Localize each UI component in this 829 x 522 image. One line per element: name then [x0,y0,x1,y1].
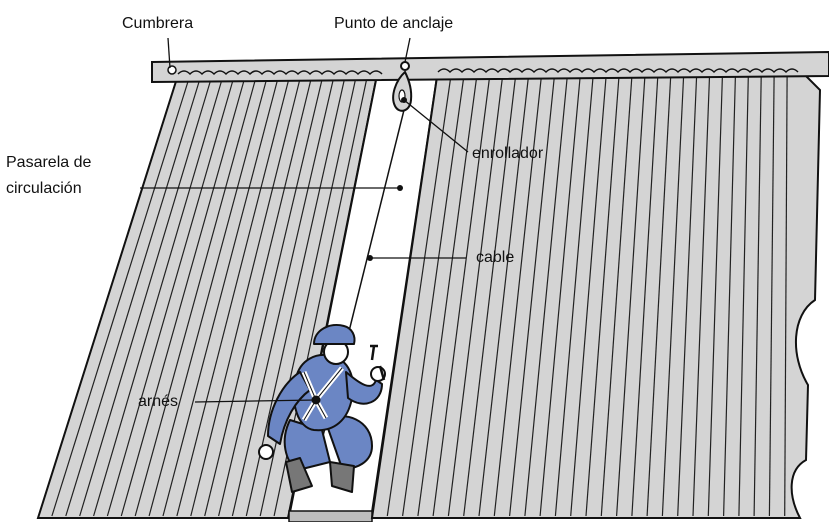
anchor-point-icon [400,61,410,71]
corrugation-line [176,77,290,517]
corrugation-line [134,77,257,517]
ridge-bolt [167,65,177,75]
corrugation-line [162,77,279,517]
corrugation-line [707,75,723,517]
corrugation-line [677,75,698,517]
corrugation-line [768,75,775,517]
label-retractor: enrollador [472,145,544,162]
corrugation-line [65,77,201,517]
corrugation-line [493,75,542,517]
corrugation-line [784,75,788,517]
corrugation-line [386,75,452,517]
corrugation-line [661,75,685,517]
worker-left-boot [285,457,313,493]
label-cable: cable [476,249,515,266]
corrugation-line [478,75,530,517]
worker-left-arm [267,371,311,445]
corrugation-line [738,75,749,517]
corrugation-line [231,77,335,517]
ridge-cap [151,50,829,84]
corrugation-line [463,75,517,517]
corrugation-line [554,75,594,517]
label-ridge: Cumbrera [122,15,194,32]
leader-ridge [167,37,171,69]
leader-harness [194,399,317,403]
corrugation-line [402,75,465,517]
corrugation-line [79,77,212,517]
right-panel-corrugations [386,75,788,517]
corrugation-line [631,75,659,517]
corrugation-line [218,77,323,517]
ridge-wave-edge [177,68,799,76]
corrugation-line [616,75,646,517]
leader-anchor-point [404,37,411,63]
worker-helmet [313,324,356,345]
leader-dots [313,97,407,403]
worker-left-hand [258,444,274,460]
corrugation-line [692,75,711,517]
corrugation-line [51,77,190,517]
corrugation-line [93,77,223,517]
wrench-icon [370,344,386,381]
corrugation-line [447,75,504,517]
corrugation-line [585,75,620,517]
corrugation-line [723,75,736,517]
corrugation-line [259,77,357,517]
corrugation-line [245,77,346,517]
walkway-end-plate [288,510,373,522]
label-harness: arnés [138,393,179,410]
corrugation-line [753,75,762,517]
corrugation-line [148,77,268,517]
corrugation-line [120,77,246,517]
worker-figure [258,324,386,493]
label-walkway-line1: Pasarela de [6,154,92,171]
leader-retractor [403,99,469,153]
label-walkway-line2: circulación [6,180,82,197]
corrugation-line [570,75,607,517]
corrugation-line [646,75,672,517]
leader-lines [140,37,469,403]
corrugation-line [509,75,555,517]
left-panel-corrugations [51,77,368,517]
label-anchor-point: Punto de anclaje [334,15,454,32]
worker-left-leg [283,419,331,471]
corrugation-line [600,75,633,517]
worker-right-arm [345,371,383,405]
worker-right-boot [329,461,355,493]
right-roof-panel [370,69,822,519]
corrugation-line [432,75,491,517]
corrugation-line [539,75,581,517]
corrugation-line [190,77,301,517]
corrugation-line [204,77,312,517]
corrugation-line [417,75,478,517]
corrugation-line [106,77,235,517]
corrugation-line [524,75,568,517]
